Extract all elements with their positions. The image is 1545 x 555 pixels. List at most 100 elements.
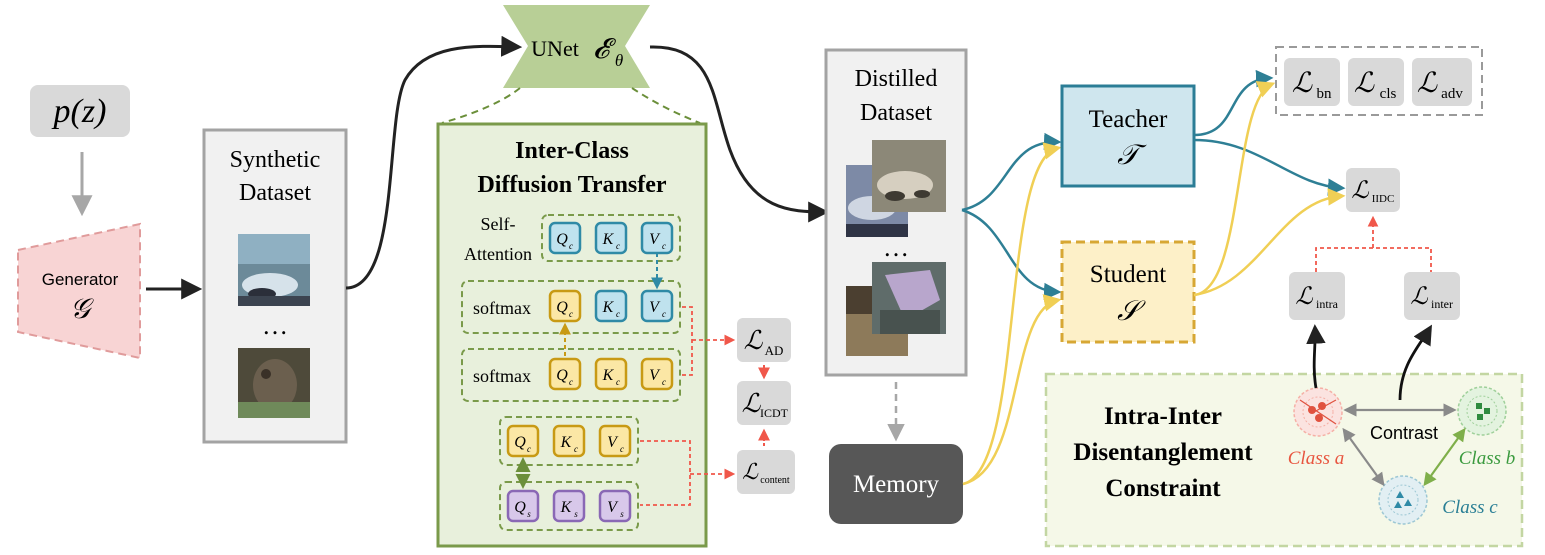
row3-v-token: V c (640, 357, 674, 391)
class-b-label: Class b (1459, 448, 1516, 469)
synthetic-to-unet-arrow (345, 35, 523, 290)
row3-k-token: K c (594, 357, 628, 391)
prior-node: p(z) (30, 85, 130, 137)
teacher-to-loss-arrow (1193, 69, 1274, 137)
svg-text:ℒ: ℒ (1354, 68, 1375, 99)
iidc-title-1: Intra-Inter (1104, 403, 1222, 430)
generator-label: Generator (42, 270, 119, 289)
svg-text:Q: Q (556, 367, 568, 384)
class-a-label: Class a (1288, 448, 1345, 469)
teacher-label: Teacher (1089, 106, 1168, 133)
svg-text:inter: inter (1431, 297, 1453, 311)
row1-q-token: Q c (548, 221, 582, 255)
svg-text:Q: Q (514, 434, 526, 451)
class-b-cluster (1457, 386, 1507, 436)
svg-text:c: c (662, 309, 666, 319)
loss-intra-box: ℒ intra (1289, 272, 1345, 320)
row1-v-token: V c (640, 221, 674, 255)
unet-label: UNet (531, 36, 579, 61)
svg-text:IIDC: IIDC (1372, 193, 1395, 205)
distilled-dataset-panel: Distilled Dataset … (824, 48, 968, 377)
svg-text:content: content (760, 475, 790, 486)
svg-text:ℒ: ℒ (1292, 68, 1313, 99)
distill-loss-group (1275, 46, 1483, 116)
svg-text:K: K (560, 434, 573, 451)
prior-label: p(z) (52, 93, 107, 130)
student-to-loss-arrow (1193, 81, 1276, 297)
row5-k-token: K s (552, 489, 586, 523)
row2-q-token: Q c (548, 289, 582, 323)
svg-text:ℒ: ℒ (1351, 178, 1369, 204)
to-inter-arrow (1398, 324, 1432, 401)
memory-to-student-arrow (962, 294, 1062, 486)
synthetic-image-2 (238, 348, 310, 418)
synthetic-title-1: Synthetic (230, 147, 321, 173)
softmax-label-1: softmax (473, 298, 531, 318)
self-attention-label-1: Self- (481, 214, 516, 234)
to-intra-arrow (1306, 324, 1326, 389)
distilled-image-4 (872, 262, 946, 334)
svg-text:intra: intra (1316, 297, 1339, 311)
row4-v-token: V c (598, 424, 632, 458)
memory-to-teacher-arrow (962, 142, 1062, 486)
iidc-panel: Intra-Inter Disentanglement Constraint (1044, 372, 1524, 548)
content-bracket (640, 440, 691, 506)
loss-ad-box: ℒ AD (737, 318, 791, 362)
iidc-title-3: Constraint (1105, 475, 1221, 502)
svg-text:s: s (574, 509, 578, 519)
svg-text:c: c (569, 241, 573, 251)
row2-v-token: V c (640, 289, 674, 323)
row5-v-token: V s (598, 489, 632, 523)
svg-text:c: c (620, 444, 624, 454)
row4-k-token: K c (552, 424, 586, 458)
student-to-iidc-arrow (1193, 188, 1346, 297)
unet-subscript: θ (615, 51, 623, 70)
svg-text:Q: Q (556, 231, 568, 248)
svg-text:V: V (607, 434, 619, 451)
svg-text:c: c (527, 444, 531, 454)
contrast-label: Contrast (1370, 423, 1438, 443)
teacher-node[interactable]: Teacher 𝒯 (1060, 84, 1196, 188)
svg-text:Q: Q (514, 499, 526, 516)
unet-zoom-line-right (631, 87, 701, 124)
class-c-cluster (1378, 475, 1428, 525)
svg-text:V: V (649, 367, 661, 384)
svg-text:V: V (649, 231, 661, 248)
generator-node: Generator 𝒢 (17, 222, 141, 360)
student-node[interactable]: Student 𝒮 (1060, 240, 1196, 344)
row4-q-token: Q c (506, 424, 540, 458)
synthetic-title-2: Dataset (239, 180, 311, 206)
teacher-to-iidc-arrow (1193, 138, 1346, 196)
svg-text:ℒ: ℒ (1295, 284, 1313, 310)
loss-adv-box: ℒ adv (1412, 58, 1472, 106)
synthetic-dataset-panel: Synthetic Dataset … (202, 128, 348, 444)
svg-text:K: K (560, 499, 573, 516)
loss-iidc-box: ℒ IIDC (1346, 168, 1400, 212)
row3-q-token: Q c (548, 357, 582, 391)
svg-text:c: c (662, 241, 666, 251)
memory-label: Memory (853, 471, 940, 498)
loss-bn-box: ℒ bn (1284, 58, 1340, 106)
synthetic-ellipsis: … (262, 311, 288, 340)
svg-text:K: K (602, 367, 615, 384)
iidc-title-2: Disentanglement (1073, 439, 1253, 466)
row-group-1 (541, 214, 681, 262)
svg-text:Q: Q (556, 299, 568, 316)
svg-text:ℒ: ℒ (742, 389, 762, 418)
row-group-4 (499, 416, 639, 466)
icdt-panel: Inter-Class Diffusion Transfer Self- Att… (436, 122, 708, 548)
ad-bracket (682, 306, 693, 376)
svg-text:K: K (602, 299, 615, 316)
row2-k-token: K c (594, 289, 628, 323)
memory-node[interactable]: Memory (829, 444, 963, 524)
svg-text:V: V (649, 299, 661, 316)
student-label: Student (1090, 261, 1166, 288)
svg-text:c: c (569, 309, 573, 319)
contrast-b-c-arrow (1423, 427, 1466, 487)
iidc-bracket (1315, 247, 1432, 272)
unet-to-distilled-arrow (649, 45, 830, 223)
svg-text:AD: AD (765, 343, 784, 358)
svg-text:cls: cls (1380, 86, 1397, 102)
softmax-label-2: softmax (473, 366, 531, 386)
distilled-title-2: Dataset (860, 100, 932, 126)
